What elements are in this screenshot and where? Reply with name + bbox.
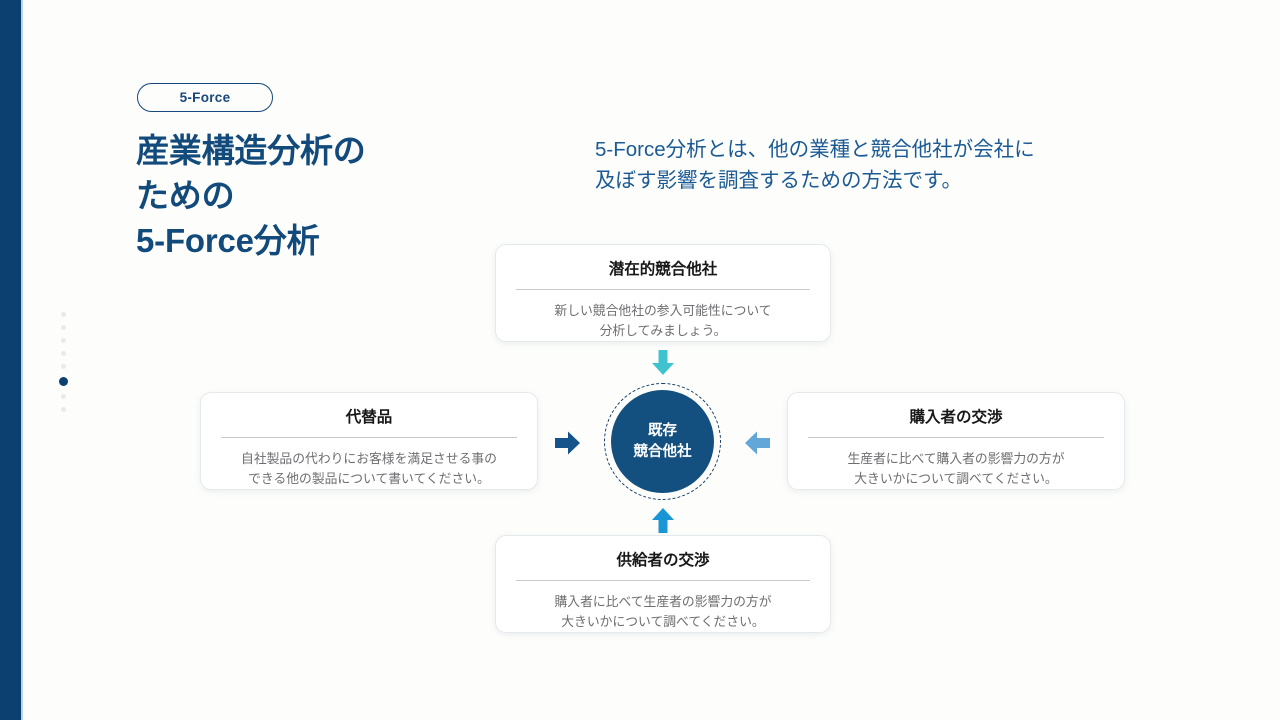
- pager-dot-active[interactable]: [58, 377, 68, 386]
- card-body: 購入者に比べて生産者の影響力の方が 大きいかについて調べてください。: [554, 594, 772, 629]
- card-title: 供給者の交渉: [616, 552, 710, 569]
- pager-dot[interactable]: [60, 394, 66, 399]
- pager-dot[interactable]: [60, 325, 66, 330]
- pager-dot[interactable]: [60, 351, 66, 356]
- pager-dot[interactable]: [60, 407, 66, 412]
- lead-paragraph: 5-Force分析とは、他の業種と競合他社が会社に 及ぼす影響を調査するための方…: [595, 138, 1035, 192]
- card-title: 潜在的競合他社: [608, 261, 718, 278]
- pager-dot[interactable]: [60, 364, 66, 369]
- card-body: 生産者に比べて購入者の影響力の方が 大きいかについて調べてください。: [847, 451, 1065, 486]
- section-badge: 5-Force: [137, 83, 273, 112]
- force-card-potential-entrants[interactable]: 潜在的競合他社 新しい競合他社の参入可能性について 分析してみましょう。: [495, 244, 831, 342]
- left-rail: [0, 0, 21, 720]
- card-divider: [808, 437, 1104, 438]
- pager-dot[interactable]: [60, 338, 66, 343]
- force-card-substitutes[interactable]: 代替品 自社製品の代わりにお客様を満足させる事の できる他の製品について書いてく…: [200, 392, 538, 490]
- card-title: 代替品: [345, 409, 393, 426]
- arrow-down-icon: [650, 350, 676, 381]
- force-card-buyer-power[interactable]: 購入者の交渉 生産者に比べて購入者の影響力の方が 大きいかについて調べてください…: [787, 392, 1125, 490]
- card-body: 自社製品の代わりにお客様を満足させる事の できる他の製品について書いてください。: [241, 451, 497, 486]
- center-node-existing-rivals: 既存 競合他社: [604, 383, 721, 500]
- card-title: 購入者の交渉: [909, 409, 1003, 426]
- card-body: 新しい競合他社の参入可能性について 分析してみましょう。: [554, 303, 772, 338]
- center-disc: 既存 競合他社: [611, 390, 714, 493]
- pager-dots[interactable]: [57, 312, 69, 412]
- card-divider: [516, 289, 810, 290]
- arrow-right-icon: [555, 430, 581, 461]
- card-divider: [221, 437, 517, 438]
- arrow-up-icon: [650, 507, 676, 538]
- dashed-ring: [604, 383, 721, 500]
- card-divider: [516, 580, 810, 581]
- force-card-supplier-power[interactable]: 供給者の交渉 購入者に比べて生産者の影響力の方が 大きいかについて調べてください…: [495, 535, 831, 633]
- center-label: 既存 競合他社: [633, 422, 692, 460]
- page-title: 産業構造分析の ための 5-Force分析: [136, 132, 366, 259]
- section-badge-label: 5-Force: [179, 90, 231, 105]
- left-rail-accent-line: [21, 0, 23, 720]
- arrow-left-icon: [744, 430, 770, 461]
- pager-dot[interactable]: [60, 312, 66, 317]
